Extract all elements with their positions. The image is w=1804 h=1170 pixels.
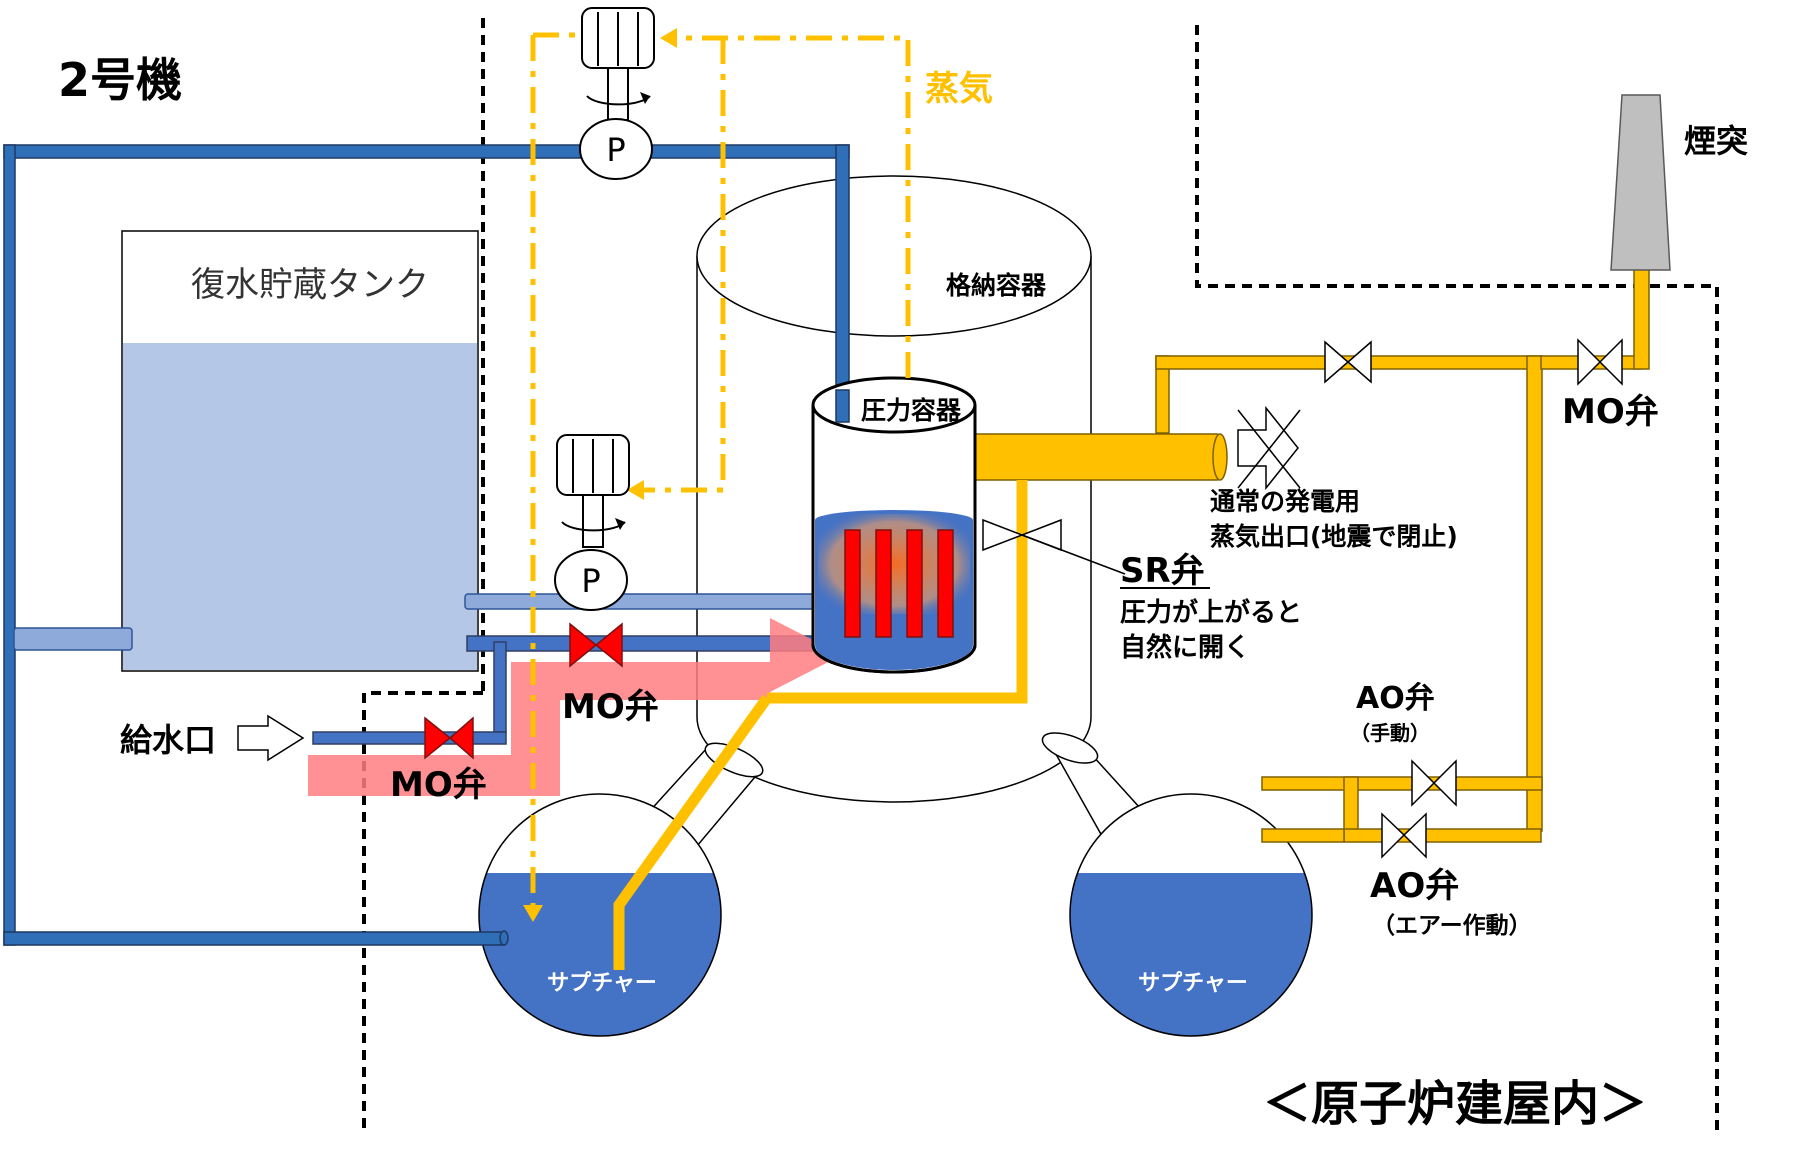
rpv-water-inlet (835, 389, 850, 423)
sr-valve-symbol (982, 518, 1062, 552)
sr-desc-line2: 自然に開く (1120, 632, 1250, 663)
ao-valve-air-symbol (1381, 812, 1427, 859)
steam-flow-arrowheads (523, 28, 677, 922)
sr-valve-label: SR弁 (1120, 551, 1205, 591)
normal-steam-outlet-line2: 蒸気出口(地震で閉止) (1210, 522, 1458, 551)
normal-steam-outlet-arrow (1237, 405, 1301, 491)
steam-flow-lines (530, 32, 911, 905)
sr-discharge-line (613, 480, 1028, 970)
ao-valve-air-label: AO弁 (1370, 866, 1459, 906)
pressure-vessel: 圧力容器 (811, 376, 977, 674)
mo-valve-stack-symbol (1577, 338, 1623, 386)
mo-valve-lower-label: MO弁 (390, 765, 487, 805)
water-inlet-label: 給水口 (120, 721, 216, 759)
ao-valve-manual-label: AO弁 (1356, 681, 1435, 716)
normal-steam-outlet-line1: 通常の発電用 (1210, 487, 1360, 516)
water-inlet-arrow (237, 714, 305, 762)
sr-valve-leader (1021, 534, 1126, 575)
pressure-vessel-label: 圧力容器 (861, 396, 962, 425)
steam-label: 蒸気 (925, 69, 993, 109)
mo-valve-lower (424, 716, 474, 760)
turbine-pump-top: P (579, 7, 655, 180)
ao-valve-air-sub: （エアー作動） (1372, 912, 1532, 939)
condensate-tank-label: 復水貯蔵タンク (191, 265, 429, 305)
chimney (1610, 94, 1671, 271)
unit-title: 2号機 (58, 53, 182, 107)
ao-valve-manual-symbol (1411, 759, 1457, 807)
pump-top-mark: P (606, 131, 625, 169)
injection-flow-arrow (308, 618, 842, 796)
turbine-pump-bottom: P (554, 434, 630, 611)
vent-valve-1 (1324, 340, 1372, 384)
chimney-label: 煙突 (1684, 122, 1748, 160)
suppression-chamber-left: サプチャー (478, 793, 722, 1037)
mo-valve-stack-label: MO弁 (1562, 392, 1659, 432)
pump-bottom-mark: P (581, 562, 600, 600)
sr-desc-line1: 圧力が上がると (1120, 597, 1302, 628)
building-boundary (362, 18, 1719, 1130)
ao-valve-manual-sub: （手動） (1350, 721, 1430, 745)
mo-valve-upper-label: MO弁 (562, 687, 659, 727)
condensate-storage-tank: 復水貯蔵タンク (121, 230, 479, 672)
building-label: ＜原子炉建屋内＞ (1263, 1076, 1647, 1132)
mo-valve-upper (569, 622, 623, 668)
suppression-right-label: サプチャー (1138, 971, 1248, 996)
containment-label: 格納容器 (946, 271, 1047, 300)
fuel-rods (844, 529, 954, 638)
suppression-left-label: サプチャー (547, 971, 657, 996)
